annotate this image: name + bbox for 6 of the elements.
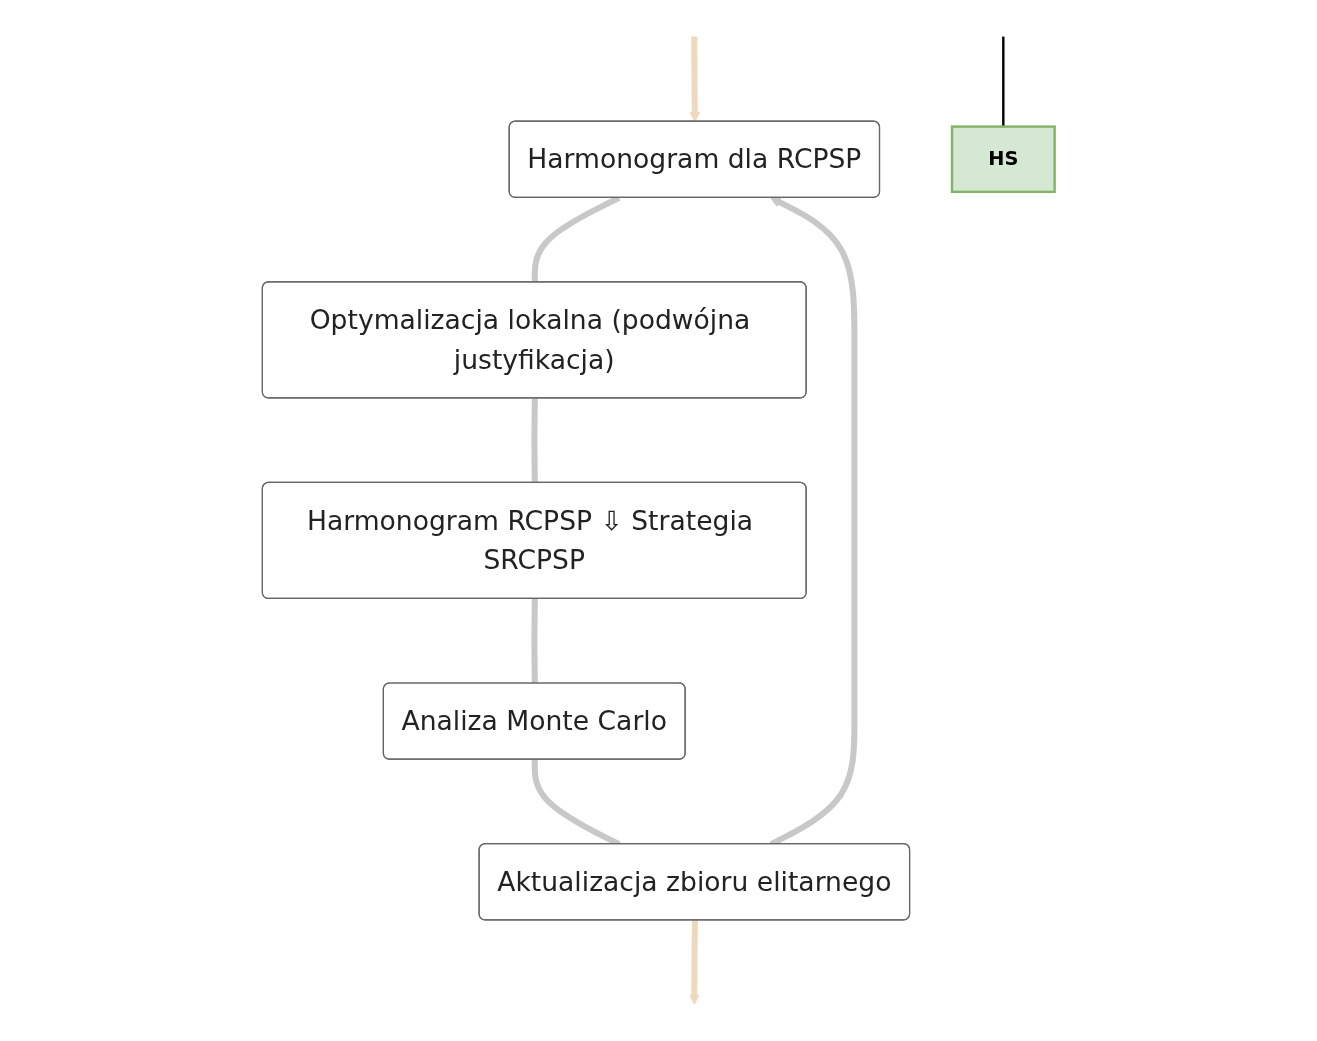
connector (1002, 36, 1005, 127)
arrow (689, 36, 701, 123)
node-box: HS (950, 125, 1056, 194)
connector (531, 398, 538, 484)
connector (531, 599, 538, 684)
arrow (689, 920, 700, 1005)
